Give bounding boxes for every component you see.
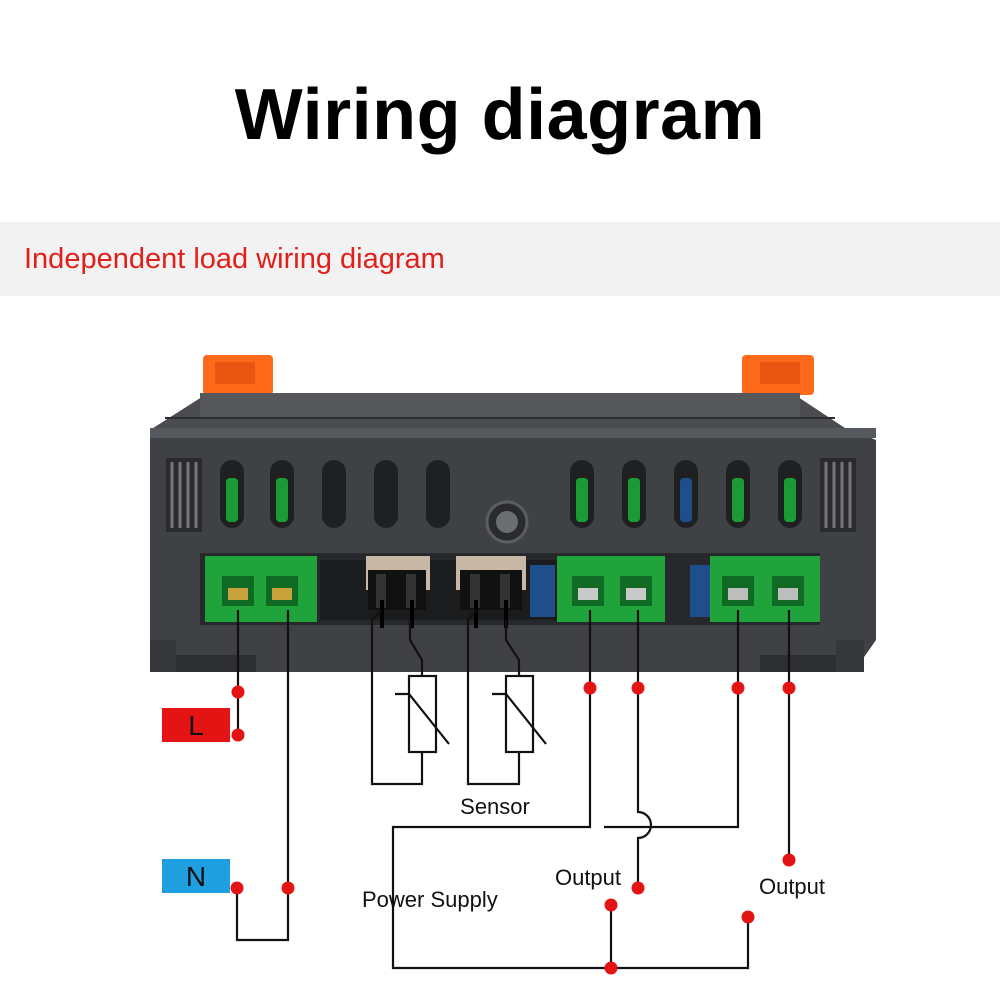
controller-housing xyxy=(150,355,876,672)
sensor-connector-1 xyxy=(366,556,430,628)
section-banner: Independent load wiring diagram xyxy=(0,222,1000,296)
terminal-block-output-1 xyxy=(557,556,665,622)
screw-slots xyxy=(220,460,802,528)
wire-output-1-common xyxy=(391,610,750,970)
wire-output-1-load xyxy=(636,610,653,888)
section-subtitle: Independent load wiring diagram xyxy=(24,243,445,275)
wire-sensor-2 xyxy=(466,609,521,786)
terminal-block-power xyxy=(205,556,317,622)
output-2-label: Output xyxy=(759,874,825,899)
neutral-label: N xyxy=(186,861,206,892)
page-title: Wiring diagram xyxy=(234,75,766,155)
wire-sensor-1 xyxy=(370,609,424,786)
housing-back-face xyxy=(150,428,876,672)
vent-grille-right xyxy=(820,458,856,532)
thermistor-2-icon xyxy=(492,674,547,754)
terminal-block-output-2 xyxy=(710,556,820,622)
vent-grille-left xyxy=(166,458,202,532)
sensor-connector-2 xyxy=(456,556,526,628)
wire-neutral xyxy=(235,610,290,942)
live-label: L xyxy=(188,710,204,741)
output-1-label: Output xyxy=(555,865,621,890)
connection-dots xyxy=(230,681,796,975)
neutral-tag: N xyxy=(162,859,230,893)
sensor-label: Sensor xyxy=(460,794,530,819)
thermistor-1-icon xyxy=(395,674,450,754)
power-supply-label: Power Supply xyxy=(362,887,498,912)
live-tag: L xyxy=(162,708,230,742)
